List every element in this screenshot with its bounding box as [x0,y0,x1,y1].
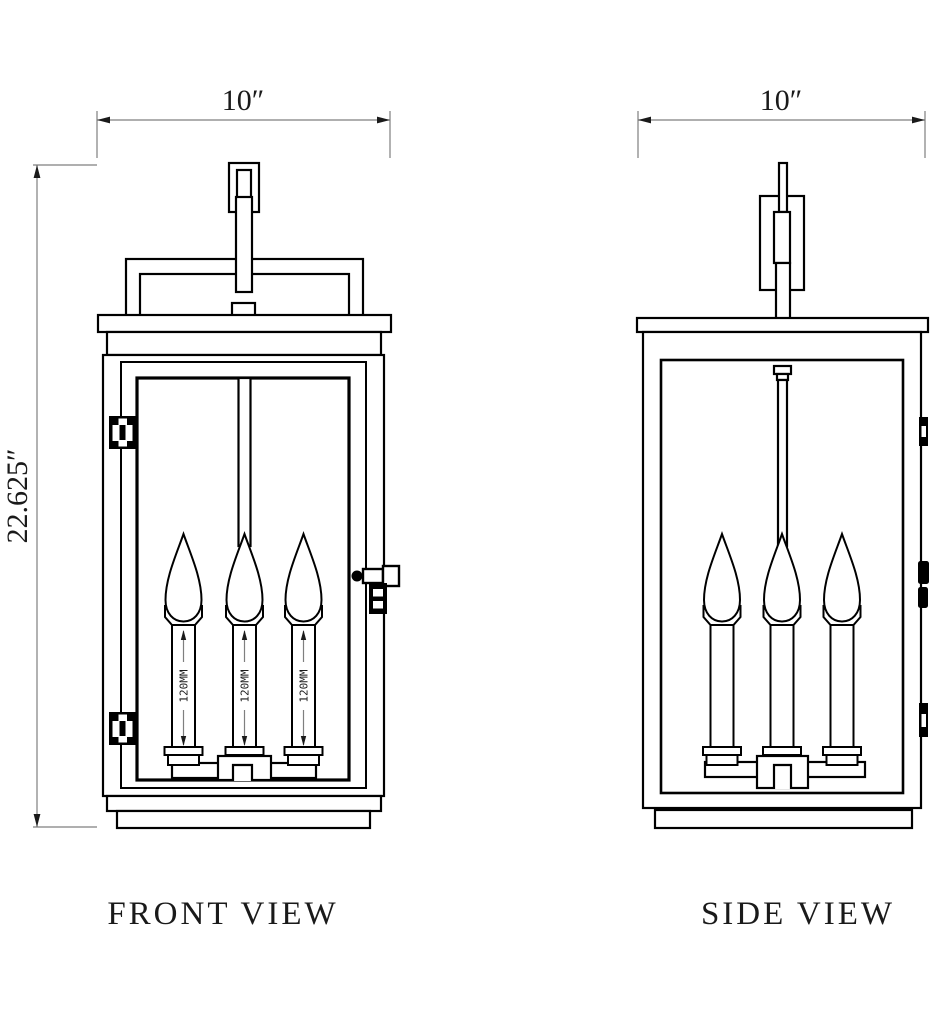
front-width-dimension: 10″ [96,84,391,158]
side-hanger-rod [777,161,789,214]
candle-length-label-3: 120MM [298,669,311,702]
candle-length-label-1: 120MM [178,669,191,702]
side-width-dimension: 10″ [637,84,926,158]
front-finial-inner [235,168,253,200]
front-hinge-top-icon [109,416,136,449]
front-socket-notch [231,763,254,781]
front-view-drawing [96,161,401,830]
front-bottom-collar [105,794,383,813]
front-height-dimension-label: 22.625″ [1,449,34,544]
side-glass-panel [659,358,905,795]
side-stem-collar [772,364,793,376]
side-view-drawing [635,161,930,830]
side-hinge-top-icon [919,417,928,446]
candle-length-dimension-2: 120MM [239,630,252,746]
candle-length-dimension-1: 120MM [178,630,191,746]
front-hinge-bottom-icon [109,712,136,745]
front-top-collar [105,330,383,357]
side-top-lid [635,316,930,334]
candle-length-dimension-3: 120MM [298,630,311,746]
side-width-dimension-label: 10″ [760,84,803,117]
front-height-dimension: 22.625″ [1,164,97,828]
front-door-latch [351,564,401,614]
side-bottom-plate [653,808,914,830]
front-bottom-plate [115,809,372,830]
side-inner-stem [776,378,789,548]
side-latch-icon [918,561,929,608]
front-inner-stem [237,376,252,548]
side-hinge-bottom-icon [919,703,928,737]
front-top-lid [96,313,393,334]
front-view-caption: FRONT VIEW [107,896,338,932]
side-view-caption: SIDE VIEW [701,896,895,932]
candle-length-label-2: 120MM [239,669,252,702]
side-hanger-bar [772,210,792,265]
front-candle-dimensions: 120MM 120MM 120MM [178,630,311,746]
side-hanger-stem [774,261,792,321]
side-socket-notch [772,763,793,789]
front-width-dimension-label: 10″ [222,84,265,117]
front-hanger-stem [234,195,254,294]
